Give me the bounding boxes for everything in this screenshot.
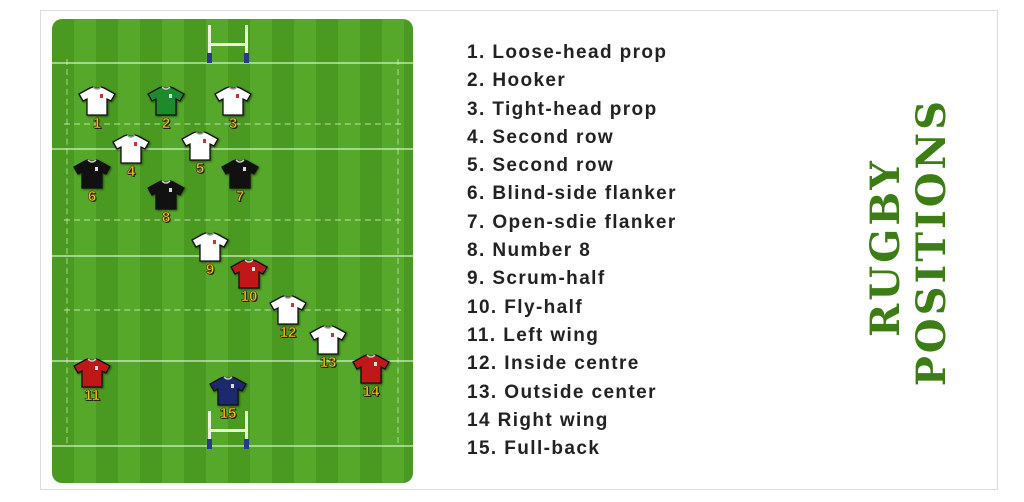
jersey-icon	[112, 134, 150, 164]
position-item: 11. Left wing	[467, 324, 600, 346]
22m-line-top	[52, 148, 413, 150]
touchline-right	[397, 59, 399, 443]
position-item: 14 Right wing	[467, 409, 609, 431]
player-5: 5	[180, 131, 220, 177]
player-number: 9	[205, 261, 215, 279]
player-15: 15	[208, 376, 248, 422]
player-14: 14	[351, 354, 391, 400]
player-number: 4	[126, 163, 136, 181]
position-item: 10. Fly-half	[467, 296, 584, 318]
player-number: 12	[279, 324, 297, 342]
position-item: 9. Scrum-half	[467, 268, 606, 290]
player-number: 13	[319, 354, 337, 372]
jersey-icon	[230, 259, 268, 289]
jersey-icon	[73, 159, 111, 189]
player-number: 6	[87, 188, 97, 206]
dashed-line	[64, 309, 401, 311]
player-10: 10	[229, 259, 269, 305]
position-item: 6. Blind-side flanker	[467, 183, 677, 205]
player-number: 2	[161, 115, 171, 133]
positions-list: 1. Loose-head prop 2. Hooker 3. Tight-he…	[467, 39, 677, 463]
player-number: 10	[240, 288, 258, 306]
player-12: 12	[268, 295, 308, 341]
player-11: 11	[72, 358, 112, 404]
position-item: 15. Full-back	[467, 438, 601, 460]
player-number: 14	[362, 383, 380, 401]
jersey-icon	[352, 354, 390, 384]
player-number: 8	[161, 209, 171, 227]
jersey-icon	[78, 86, 116, 116]
crossbar-bottom	[208, 429, 248, 432]
position-item: 7. Open-sdie flanker	[467, 211, 677, 233]
jersey-icon	[147, 180, 185, 210]
player-4: 4	[111, 134, 151, 180]
jersey-icon	[209, 376, 247, 406]
player-1: 1	[77, 86, 117, 132]
position-item: 1. Loose-head prop	[467, 42, 668, 63]
jersey-icon	[269, 295, 307, 325]
halfway-line	[52, 255, 413, 257]
jersey-icon	[181, 131, 219, 161]
position-item: 4. Second row	[467, 126, 615, 148]
player-13: 13	[308, 325, 348, 371]
player-8: 8	[146, 180, 186, 226]
title-rugby: RUGBY	[862, 158, 909, 337]
position-item: 3. Tight-head prop	[467, 98, 658, 120]
crossbar-top	[208, 43, 248, 46]
jersey-icon	[221, 159, 259, 189]
player-7: 7	[220, 159, 260, 205]
player-number: 7	[235, 188, 245, 206]
jersey-icon	[214, 86, 252, 116]
touchline-left	[66, 59, 68, 443]
player-9: 9	[190, 232, 230, 278]
22m-line-bottom	[52, 360, 413, 362]
try-line-top	[52, 62, 413, 64]
position-item: 13. Outside center	[467, 381, 657, 403]
jersey-icon	[147, 86, 185, 116]
player-6: 6	[72, 159, 112, 205]
player-number: 3	[228, 115, 238, 133]
frame	[40, 10, 998, 490]
jersey-icon	[309, 325, 347, 355]
try-line-bottom	[52, 445, 413, 447]
player-2: 2	[146, 86, 186, 132]
player-number: 1	[92, 115, 102, 133]
dashed-line	[64, 219, 401, 221]
player-3: 3	[213, 86, 253, 132]
jersey-icon	[73, 358, 111, 388]
player-number: 15	[219, 405, 237, 423]
position-item: 5. Second row	[467, 155, 615, 177]
position-item: 2. Hooker	[467, 70, 567, 92]
player-number: 11	[84, 387, 100, 405]
player-number: 5	[195, 160, 205, 178]
jersey-icon	[191, 232, 229, 262]
title-positions: POSITIONS	[908, 98, 955, 387]
dashed-line	[64, 123, 401, 125]
position-item: 8. Number 8	[467, 240, 592, 262]
position-item: 12. Inside centre	[467, 353, 640, 375]
